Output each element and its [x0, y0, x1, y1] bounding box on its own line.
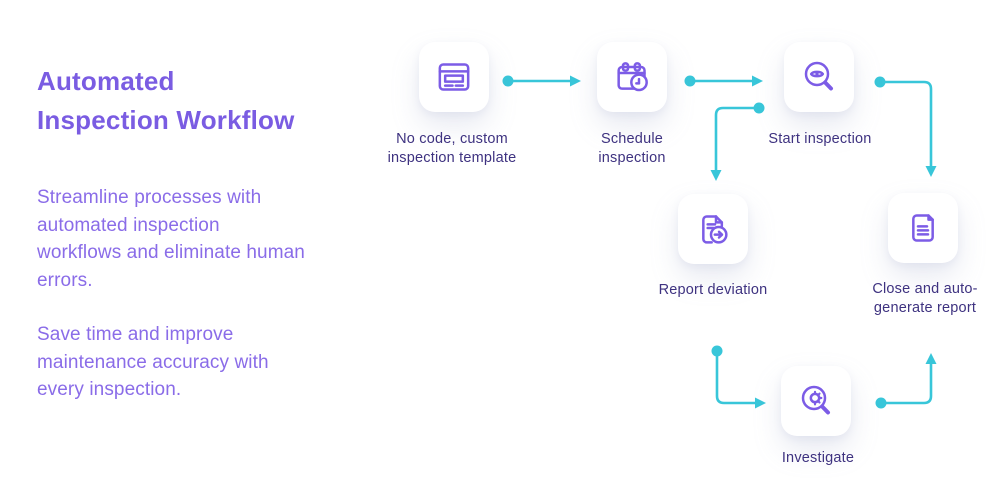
node-label-close-report: Close and auto-generate report: [872, 281, 978, 316]
node-label-investigate: Investigate: [781, 450, 855, 466]
magnifier-eye-icon: [804, 61, 834, 91]
node-label-start: Start inspection: [768, 131, 872, 147]
workflow-node-investigate: [781, 366, 851, 436]
document-lines-icon: [912, 214, 934, 242]
magnifier-gear-icon: [801, 385, 831, 415]
document-arrow-icon: [702, 215, 728, 244]
template-window-icon: [438, 63, 470, 91]
workflow-node-start: [784, 42, 854, 112]
edge-start-close-report: [874, 76, 937, 177]
edge-report-deviation-investigate: [711, 345, 766, 409]
edge-start-report-deviation: [710, 102, 765, 181]
workflow-node-schedule: [597, 42, 667, 112]
workflow-node-close-report: [888, 193, 958, 263]
node-label-template: No code, custom inspection template: [387, 131, 517, 166]
edge-template-schedule: [502, 75, 581, 87]
workflow-node-report-deviation: [678, 194, 748, 264]
intro-paragraph-2: Save time and improve maintenance accura…: [37, 324, 269, 400]
intro-paragraph-1: Streamline processes with automated insp…: [37, 187, 305, 291]
calendar-clock-icon: [617, 62, 648, 92]
edge-schedule-start: [684, 75, 763, 87]
node-label-schedule: Schedule inspection: [598, 131, 666, 166]
workflow-node-template: [419, 42, 489, 112]
edge-investigate-close-report: [875, 353, 937, 409]
node-label-report-deviation: Report deviation: [658, 282, 768, 298]
